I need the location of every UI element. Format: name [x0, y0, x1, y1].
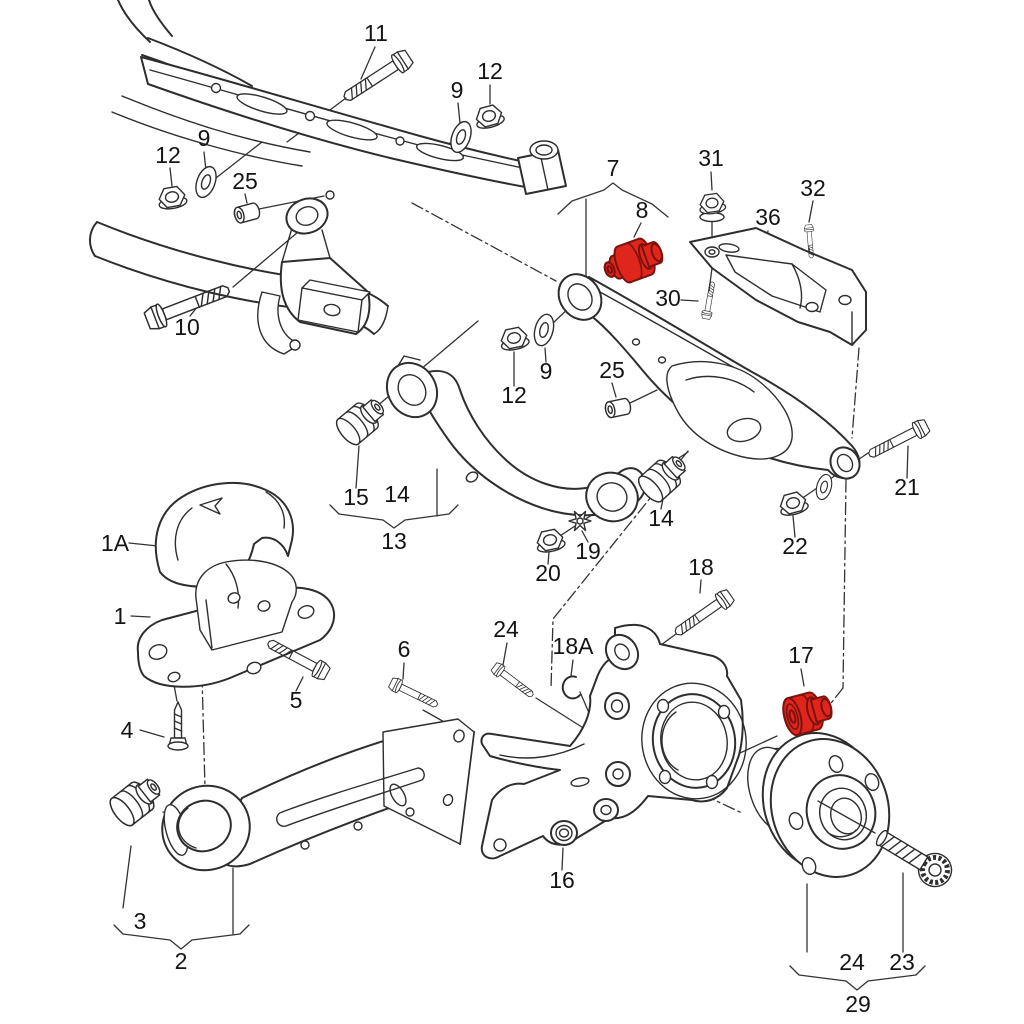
- bushing-8-highlighted: [603, 237, 664, 284]
- clip-18A: [561, 675, 581, 700]
- bracket-1: [136, 559, 336, 688]
- spacer-25-right: [603, 396, 633, 420]
- bushing-17-highlighted: [782, 691, 833, 737]
- nut-12-top: [472, 102, 507, 132]
- callout-30: 30: [655, 285, 681, 311]
- callout-31: 31: [698, 145, 724, 171]
- callout-4: 4: [121, 717, 134, 743]
- callout-23: 23: [889, 949, 915, 975]
- callout-9-mid: 9: [540, 358, 553, 384]
- brace-2: [113, 924, 250, 950]
- nut-20: [533, 526, 567, 555]
- bolt-21: [864, 416, 932, 464]
- callout-20: 20: [535, 560, 561, 586]
- callout-15: 15: [343, 484, 369, 510]
- callout-18A: 18A: [553, 633, 595, 659]
- bracket-36-group: [689, 191, 867, 346]
- subframe-assembly: [89, 0, 567, 355]
- brace-7: [557, 182, 669, 218]
- bolt-11: [338, 46, 416, 108]
- knuckle-body: [480, 623, 744, 860]
- washer-22: [813, 472, 835, 502]
- callout-17: 17: [788, 642, 814, 668]
- callout-14-left: 14: [384, 481, 410, 507]
- callout-1A: 1A: [101, 530, 130, 556]
- callout-2: 2: [175, 948, 188, 974]
- callout-13: 13: [381, 528, 407, 554]
- subframe-crossmember: [111, 56, 544, 200]
- bolt-30: [700, 280, 718, 320]
- callout-12-left: 12: [155, 142, 181, 168]
- trailing-arm-2: [161, 718, 475, 872]
- callout-32: 32: [800, 175, 826, 201]
- callout-19: 19: [575, 538, 601, 564]
- nut-12-left: [155, 184, 189, 212]
- mount-bracket-group: [136, 481, 336, 751]
- trailing-arm-group: [105, 718, 475, 872]
- washer-9-mid: [530, 311, 558, 349]
- callout-7: 7: [607, 155, 620, 181]
- star-washer-19: [568, 510, 592, 532]
- bolt-6: [387, 675, 441, 712]
- callout-25-left: 25: [232, 168, 258, 194]
- callout-16: 16: [549, 867, 575, 893]
- callout-21: 21: [894, 474, 920, 500]
- washer-9-left: [191, 163, 221, 201]
- bolt-18: [670, 586, 737, 642]
- callout-22: 22: [782, 533, 808, 559]
- spacer-25-left: [232, 201, 262, 225]
- brace-13: [329, 504, 459, 529]
- bushing-15: [331, 391, 392, 450]
- callout-12-top: 12: [477, 58, 503, 84]
- callout-5: 5: [290, 687, 303, 713]
- subframe-end-mount: [517, 140, 567, 195]
- callout-8: 8: [636, 197, 649, 223]
- callout-12-mid: 12: [501, 382, 527, 408]
- bolt-24: [489, 660, 537, 702]
- callout-1: 1: [114, 603, 127, 629]
- callout-36: 36: [755, 204, 781, 230]
- callout-14-right: 14: [648, 505, 674, 531]
- bolt-23: [875, 829, 953, 888]
- stabilizer-clamp-bracket: [257, 197, 371, 355]
- screw-4: [167, 701, 189, 751]
- nut-22: [776, 489, 811, 519]
- callout-3: 3: [134, 908, 147, 934]
- callout-29: 29: [845, 991, 871, 1017]
- leader-lines: [122, 46, 909, 953]
- bushing-14: [634, 448, 694, 507]
- callout-6: 6: [398, 636, 411, 662]
- group-braces: [113, 182, 926, 991]
- bushing-3: [105, 770, 168, 831]
- lower-arm-7: [557, 273, 861, 480]
- callout-10: 10: [174, 314, 200, 340]
- callout-11: 11: [364, 20, 388, 46]
- callout-25-right: 25: [599, 357, 625, 383]
- callout-24-left: 24: [493, 616, 519, 642]
- nut-31: [697, 191, 727, 223]
- brace-29: [789, 965, 926, 991]
- callout-labels: 11 12 9 9 12 25 10 7 8 31 36 32 30 9 12 …: [101, 20, 920, 1017]
- callout-9-left: 9: [198, 125, 211, 151]
- knuckle-group: [387, 586, 747, 860]
- bracket-36: [689, 227, 867, 346]
- nut-12-mid: [497, 324, 531, 353]
- hub-group: [739, 732, 953, 888]
- upper-arm-13-group: [331, 311, 694, 555]
- callout-18: 18: [688, 554, 714, 580]
- callout-9-top: 9: [451, 77, 464, 103]
- callout-24-right: 24: [839, 949, 865, 975]
- bushing-16: [550, 820, 578, 846]
